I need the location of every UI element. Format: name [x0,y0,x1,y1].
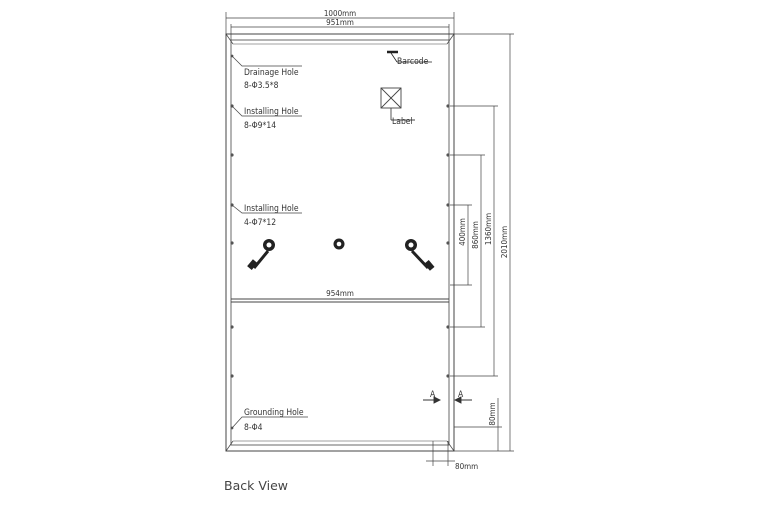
right-dimension-lines [426,33,514,466]
dim-overall-width: 1000mm [324,9,356,18]
section-label-right: A [458,390,464,400]
top-dimension-lines [225,12,455,40]
callout-leaders [231,55,308,429]
section-label-left: A [430,390,436,400]
dim-hole-spacing-400: 400mm [458,218,467,246]
grounding-hole-spec: 8-Φ4 [244,423,263,433]
junction-box-right [405,239,435,271]
label-box [380,87,415,121]
dim-inner-width: 951mm [326,18,354,27]
barcode-label: Barcode [397,57,429,67]
dim-overall-height: 2010mm [500,226,509,258]
dim-hole-spacing-860: 860mm [471,221,480,249]
junction-box-left [247,239,275,270]
drainage-hole-spec: 8-Φ3.5*8 [244,81,279,91]
junction-box-center [333,238,345,250]
crossbar [231,298,449,303]
mounting-holes [230,54,450,430]
grounding-hole-title: Grounding Hole [244,408,304,418]
barcode-mark [387,50,432,63]
dim-hole-spacing-1360: 1360mm [484,213,493,245]
installing-hole-spec-1: 8-Φ9*14 [244,121,276,131]
installing-hole-title-2: Installing Hole [244,204,299,214]
drawing-caption: Back View [224,478,288,493]
section-mark-right [453,396,472,404]
dim-side-offset: 80mm [455,462,478,471]
dim-bottom-offset: 80mm [488,402,497,425]
dim-crossbar-width: 954mm [326,289,354,298]
drainage-hole-title: Drainage Hole [244,68,299,78]
section-mark-left [423,396,442,404]
label-text: Label [392,117,413,127]
installing-hole-spec-2: 4-Φ7*12 [244,218,276,228]
installing-hole-title-1: Installing Hole [244,107,299,117]
